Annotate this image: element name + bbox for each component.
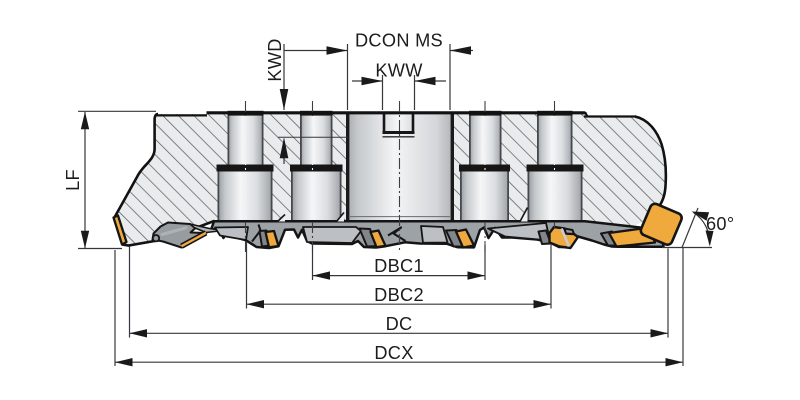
svg-text:LF: LF bbox=[63, 169, 83, 191]
svg-text:DBC1: DBC1 bbox=[374, 256, 424, 276]
svg-text:60°: 60° bbox=[706, 214, 734, 234]
svg-text:DCON MS: DCON MS bbox=[355, 31, 443, 51]
svg-text:KWD: KWD bbox=[265, 38, 285, 81]
svg-text:DBC2: DBC2 bbox=[374, 285, 424, 305]
svg-text:DCX: DCX bbox=[374, 343, 413, 363]
svg-text:DC: DC bbox=[386, 314, 413, 334]
svg-text:KWW: KWW bbox=[375, 61, 423, 81]
